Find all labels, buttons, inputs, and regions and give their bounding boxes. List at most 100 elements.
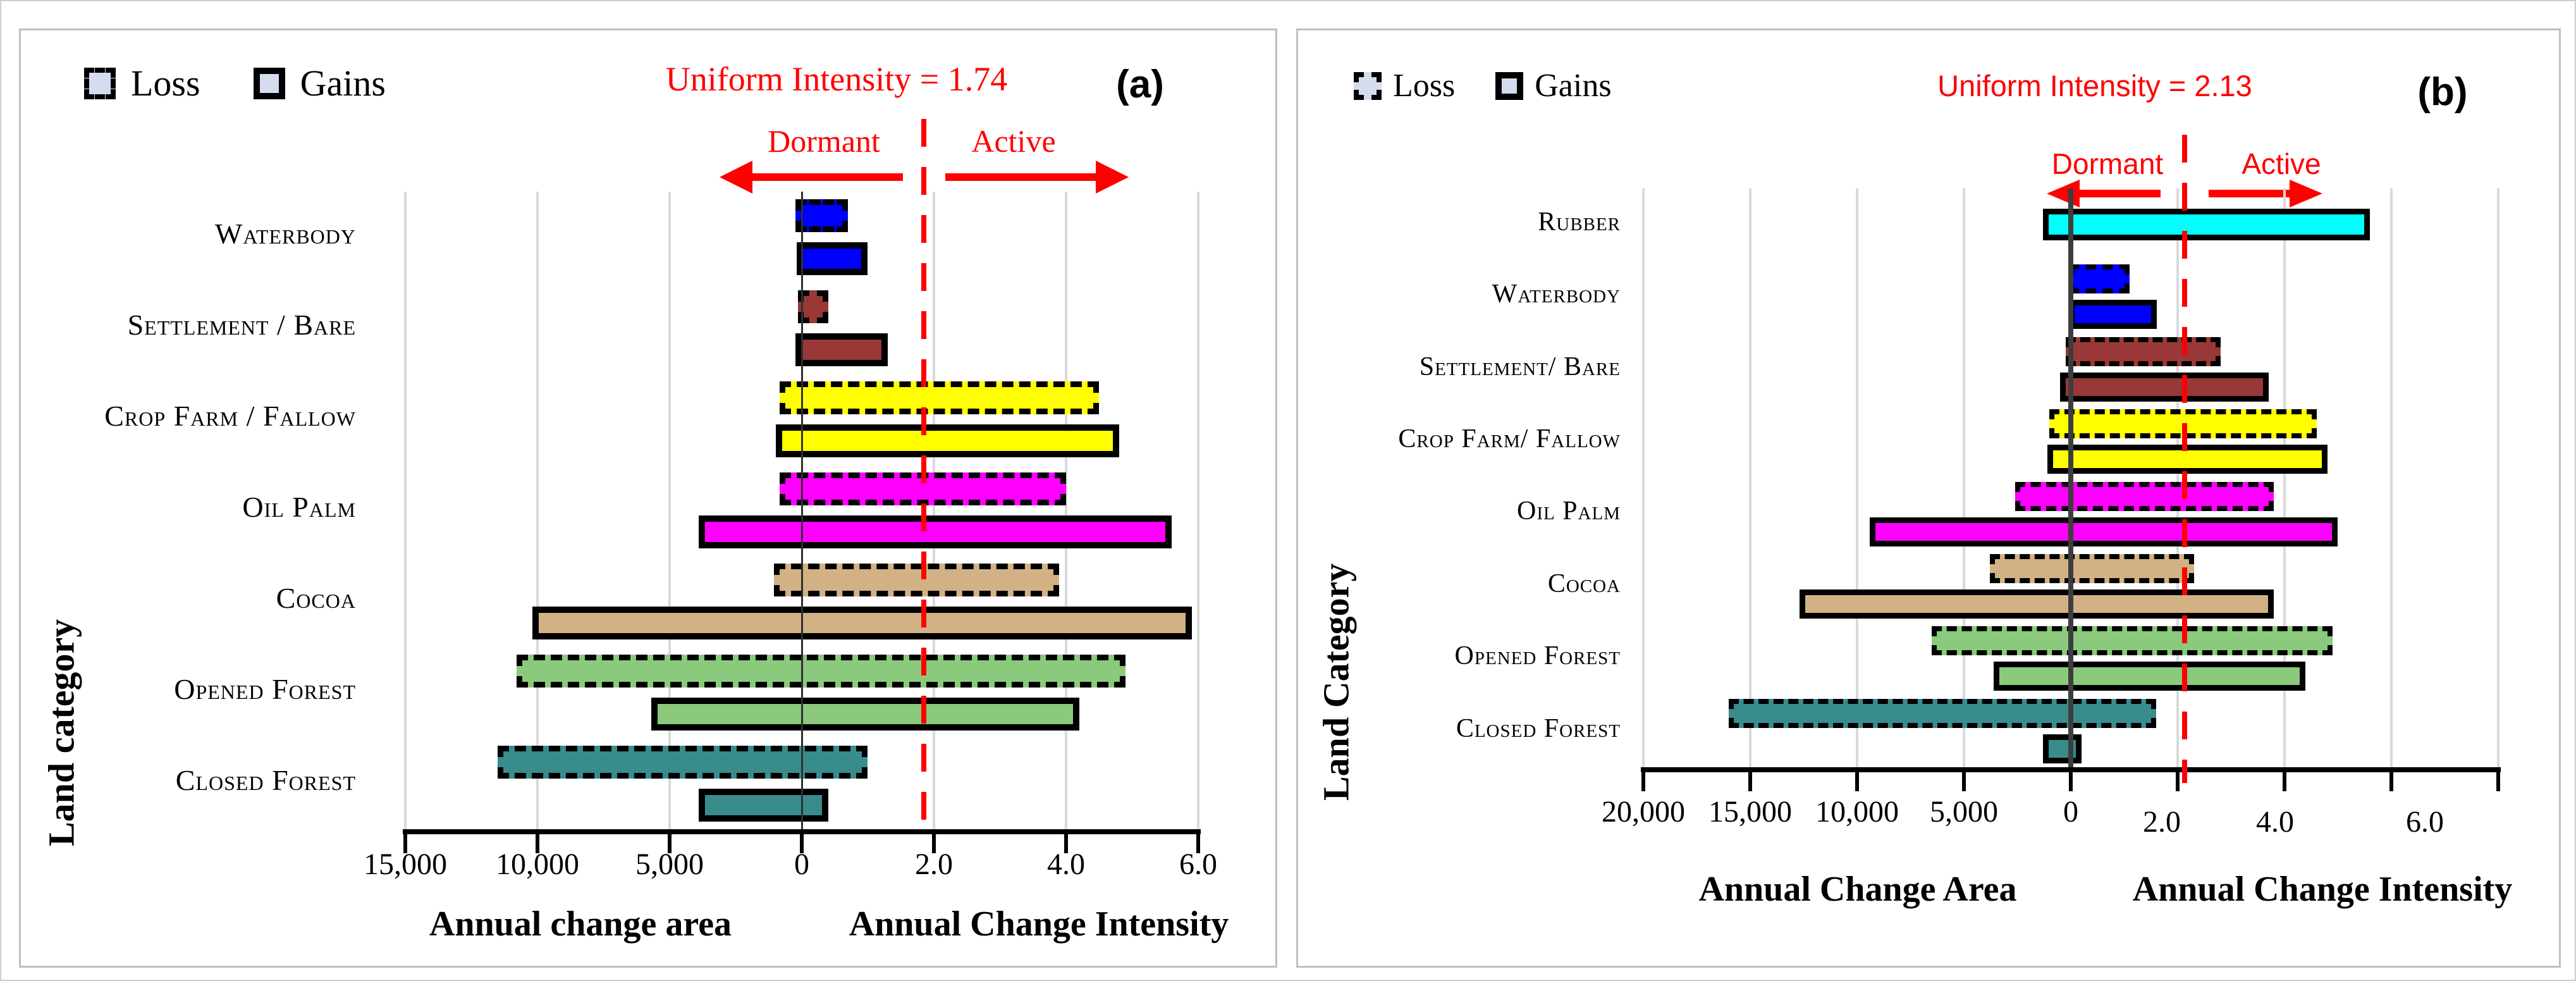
x-tick-label: 6.0 bbox=[1179, 848, 1217, 881]
x-tick-label: 2.0 bbox=[915, 848, 953, 881]
x-tick-label: 4.0 bbox=[1047, 848, 1085, 881]
x-axis-tick bbox=[1064, 832, 1068, 853]
category-label: Settlement / Bare bbox=[127, 309, 356, 342]
gains-legend-label: Gains bbox=[1535, 68, 1612, 104]
x-axis-title-intensity: Annual Change Intensity bbox=[2132, 870, 2513, 909]
category-label: Rubber bbox=[1538, 207, 1621, 237]
category-label: Oil Palm bbox=[1516, 497, 1621, 526]
active-arrow-icon bbox=[2290, 180, 2322, 207]
category-label: Waterbody bbox=[1492, 280, 1621, 309]
dormant-arrow-shaft bbox=[2077, 190, 2161, 197]
gridline bbox=[2283, 188, 2286, 767]
x-axis-tick bbox=[2069, 770, 2073, 791]
bar-loss bbox=[798, 290, 828, 323]
x-tick-label: 0 bbox=[2063, 795, 2078, 829]
x-axis-title-area: Annual change area bbox=[429, 904, 732, 944]
loss-legend-label: Loss bbox=[1393, 68, 1456, 104]
bar-gains bbox=[699, 789, 828, 822]
bar-loss bbox=[2069, 264, 2130, 293]
category-label: Cocoa bbox=[276, 582, 356, 615]
x-axis-tick bbox=[1748, 770, 1752, 791]
uniform-intensity-line bbox=[921, 119, 926, 834]
category-label: Closed Forest bbox=[1456, 713, 1621, 743]
gridline bbox=[668, 192, 671, 829]
gridline bbox=[2390, 188, 2393, 767]
gridline bbox=[536, 192, 539, 829]
bar-loss bbox=[780, 381, 1099, 414]
category-label: Settlement/ Bare bbox=[1419, 352, 1621, 381]
bar-gains bbox=[651, 698, 1079, 731]
dormant-label: Dormant bbox=[768, 123, 880, 159]
gridline bbox=[933, 192, 935, 829]
dormant-arrow-shaft bbox=[751, 173, 903, 181]
x-tick-label: 5,000 bbox=[1930, 795, 1998, 829]
bar-loss bbox=[774, 564, 1059, 596]
panel-tag: (a) bbox=[1116, 63, 1164, 106]
bar-gains bbox=[2043, 734, 2082, 763]
x-axis-tick bbox=[403, 832, 407, 853]
x-tick-label: 0 bbox=[794, 848, 809, 881]
uniform-intensity-label: Uniform Intensity = 1.74 bbox=[665, 60, 1008, 98]
bar-gains bbox=[1870, 517, 2338, 546]
gridline bbox=[1065, 192, 1067, 829]
x-axis-tick bbox=[2176, 770, 2180, 791]
x-tick-label: 4.0 bbox=[2256, 805, 2294, 839]
x-axis-tick bbox=[2389, 770, 2393, 791]
x-axis-title-intensity: Annual Change Intensity bbox=[849, 904, 1229, 944]
dormant-label: Dormant bbox=[2051, 147, 2164, 180]
y-axis-title: Land category bbox=[40, 619, 82, 846]
x-axis-tick bbox=[2496, 770, 2500, 791]
x-axis-tick bbox=[536, 832, 539, 853]
bar-loss bbox=[1990, 554, 2194, 583]
x-axis-tick bbox=[1196, 832, 1200, 853]
legend: Loss Gains bbox=[1354, 70, 1612, 102]
bar-loss bbox=[498, 746, 868, 779]
loss-legend-label: Loss bbox=[131, 63, 200, 104]
gains-swatch-icon bbox=[253, 68, 285, 99]
bar-gains bbox=[776, 424, 1119, 457]
x-axis-tick bbox=[1855, 770, 1859, 791]
bar-gains bbox=[2060, 373, 2269, 402]
active-arrow-shaft bbox=[2209, 190, 2290, 197]
dormant-arrow-icon bbox=[720, 161, 752, 194]
active-label: Active bbox=[971, 123, 1056, 159]
x-axis-title-area: Annual Change Area bbox=[1698, 870, 2017, 909]
category-label: Waterbody bbox=[214, 218, 356, 250]
zero-axis-line bbox=[2068, 188, 2073, 767]
gridline bbox=[1963, 188, 1965, 767]
x-tick-label: 6.0 bbox=[2406, 805, 2444, 839]
gridline bbox=[1197, 192, 1199, 829]
category-label: Crop Farm / Fallow bbox=[104, 400, 356, 433]
panel-a: Loss Gains Uniform Intensity = 1.74 (a) … bbox=[19, 28, 1277, 968]
x-tick-label: 5,000 bbox=[635, 848, 704, 881]
gridline bbox=[2497, 188, 2499, 767]
uniform-intensity-label: Uniform Intensity = 2.13 bbox=[1937, 69, 2252, 102]
category-label: Crop Farm/ Fallow bbox=[1398, 424, 1621, 453]
bar-loss bbox=[2015, 482, 2274, 511]
x-axis-tick bbox=[2283, 770, 2286, 791]
uniform-intensity-line bbox=[2182, 135, 2187, 783]
bar-loss bbox=[1932, 626, 2333, 655]
x-tick-label: 15,000 bbox=[1708, 795, 1792, 829]
bar-gains bbox=[699, 515, 1172, 548]
zero-axis-line bbox=[800, 192, 803, 829]
bar-loss bbox=[517, 655, 1125, 688]
bar-gains bbox=[2069, 300, 2157, 329]
gains-swatch-icon bbox=[1495, 72, 1524, 100]
active-label: Active bbox=[2242, 147, 2321, 180]
bar-gains bbox=[1800, 589, 2274, 619]
panel-b: Loss Gains Uniform Intensity = 2.13 (b) … bbox=[1296, 28, 2561, 968]
category-label: Opened Forest bbox=[174, 673, 356, 706]
x-axis-tick bbox=[932, 832, 936, 853]
bar-loss bbox=[795, 199, 848, 232]
category-label: Cocoa bbox=[1547, 569, 1621, 598]
x-tick-label: 10,000 bbox=[496, 848, 579, 881]
category-label: Closed Forest bbox=[175, 764, 356, 797]
loss-swatch-icon bbox=[1354, 72, 1382, 100]
bar-gains bbox=[2043, 209, 2370, 240]
loss-swatch-icon bbox=[84, 68, 116, 99]
category-label: Opened Forest bbox=[1454, 641, 1621, 671]
x-tick-label: 20,000 bbox=[1602, 795, 1685, 829]
